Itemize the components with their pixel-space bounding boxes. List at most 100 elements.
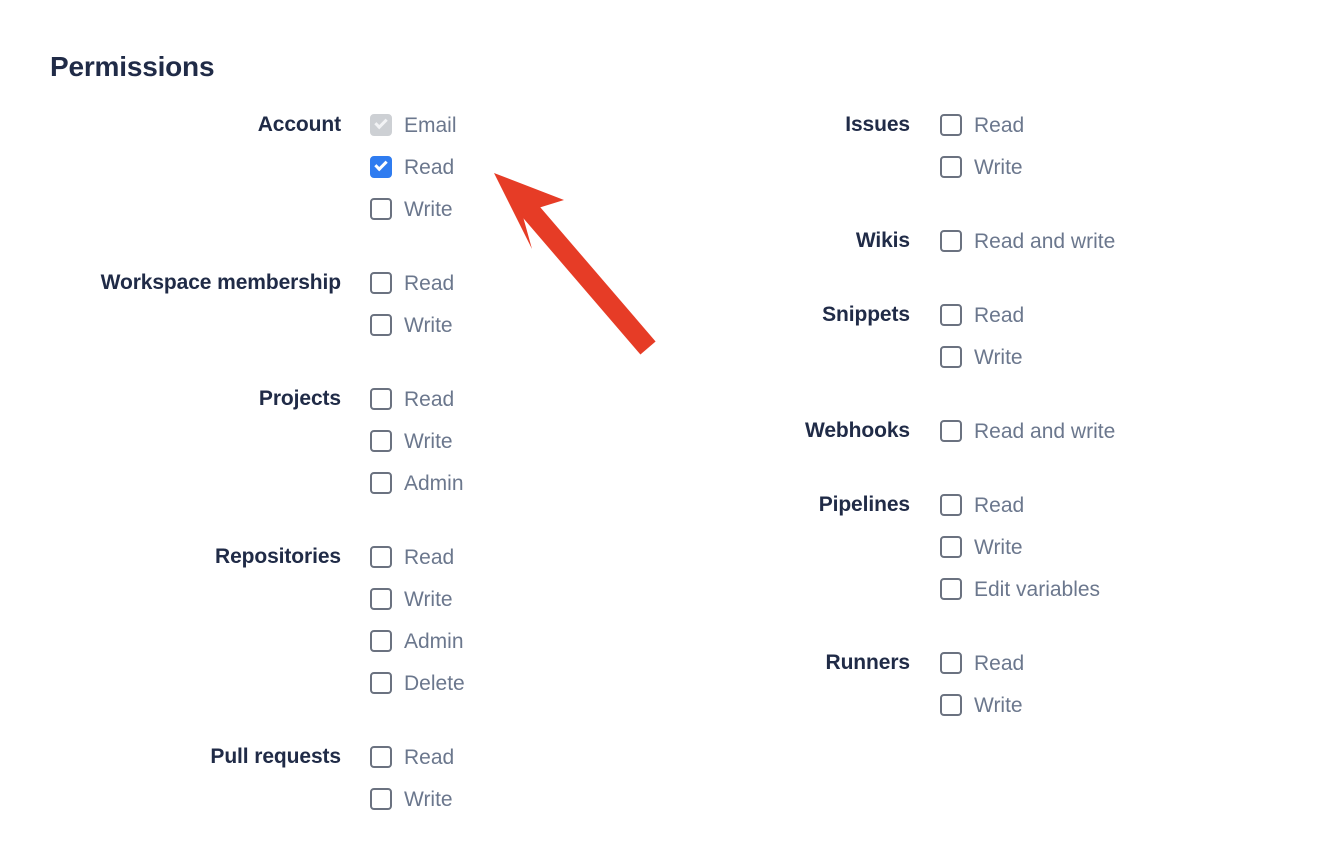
permission-option-row[interactable]: Write [940,684,1024,726]
permission-option-row[interactable]: Read [940,484,1100,526]
checkbox-disabled-checked [370,114,392,136]
checkbox-unchecked[interactable] [940,652,962,674]
permission-option-row[interactable]: Edit variables [940,568,1100,610]
permission-option-label: Write [404,587,453,611]
permission-option-row[interactable]: Email [370,104,457,146]
checkbox-unchecked[interactable] [940,536,962,558]
checkbox-unchecked[interactable] [940,578,962,600]
permission-group-label: Runners [825,651,911,674]
permission-group-label: Workspace membership [100,271,341,294]
checkbox-unchecked[interactable] [370,430,392,452]
permission-group-label: Webhooks [805,419,910,442]
permission-option-row[interactable]: Read [370,146,457,188]
permission-option-label: Write [404,429,453,453]
checkbox-unchecked[interactable] [940,114,962,136]
checkbox-unchecked[interactable] [940,346,962,368]
permission-group-label: Pull requests [210,745,341,768]
permission-option-row[interactable]: Read [370,736,454,778]
permission-option-row[interactable]: Read and write [940,410,1115,452]
permission-group-label: Pipelines [818,493,910,516]
checkbox-unchecked[interactable] [370,198,392,220]
permission-option-row[interactable]: Write [370,578,465,620]
checkbox-checked[interactable] [370,156,392,178]
permission-option-label: Write [404,787,453,811]
checkbox-unchecked[interactable] [940,420,962,442]
checkbox-unchecked[interactable] [940,694,962,716]
checkbox-unchecked[interactable] [370,588,392,610]
checkbox-unchecked[interactable] [370,388,392,410]
permission-option-list: Read and write [940,220,1115,262]
checkbox-unchecked[interactable] [370,746,392,768]
check-icon [374,115,388,130]
checkbox-unchecked[interactable] [370,630,392,652]
checkbox-unchecked[interactable] [370,472,392,494]
permission-group-label: Projects [258,387,341,410]
permission-option-label: Read and write [974,419,1116,443]
permission-option-label: Read [974,113,1025,137]
checkbox-unchecked[interactable] [940,230,962,252]
permission-option-row[interactable]: Admin [370,620,465,662]
permission-option-row[interactable]: Delete [370,662,465,704]
permission-option-label: Read [404,387,455,411]
permission-option-label: Delete [404,671,465,695]
permission-option-row[interactable]: Write [370,778,454,820]
permission-group-label: Snippets [822,303,910,326]
permission-option-row[interactable]: Admin [370,462,464,504]
check-icon [374,157,388,172]
permission-option-label: Read and write [974,229,1116,253]
permission-group-label: Wikis [855,229,910,252]
permission-option-row[interactable]: Read [940,294,1024,336]
permission-group-label: Issues [845,113,910,136]
permission-option-label: Read [404,745,455,769]
permission-group: Webhooks Read and write [570,410,1115,452]
checkbox-unchecked[interactable] [940,156,962,178]
permission-group-label: Repositories [215,545,341,568]
permission-option-label: Write [974,535,1023,559]
permission-option-label: Read [974,493,1025,517]
permission-option-label: Read [404,271,455,295]
permission-option-row[interactable]: Write [370,420,464,462]
permission-option-row[interactable]: Read [370,536,465,578]
checkbox-unchecked[interactable] [940,494,962,516]
permission-option-row[interactable]: Write [370,188,457,230]
permission-option-row[interactable]: Read [370,262,454,304]
permission-option-row[interactable]: Write [940,146,1024,188]
permission-group: Wikis Read and write [570,220,1115,262]
permission-option-label: Write [974,693,1023,717]
permission-option-row[interactable]: Write [370,304,454,346]
permission-option-row[interactable]: Write [940,526,1100,568]
permission-option-label: Read [974,303,1025,327]
checkbox-unchecked[interactable] [370,546,392,568]
permission-option-row[interactable]: Read and write [940,220,1115,262]
checkbox-unchecked[interactable] [370,788,392,810]
permission-option-row[interactable]: Read [370,378,464,420]
checkbox-unchecked[interactable] [940,304,962,326]
permission-option-row[interactable]: Write [940,336,1024,378]
checkbox-unchecked[interactable] [370,672,392,694]
checkbox-unchecked[interactable] [370,314,392,336]
permission-option-row[interactable]: Read [940,104,1024,146]
permission-option-label: Write [974,155,1023,179]
permission-option-label: Write [404,313,453,337]
permission-option-label: Read [404,545,455,569]
permission-option-label: Email [404,113,457,137]
permission-option-row[interactable]: Read [940,642,1024,684]
checkbox-unchecked[interactable] [370,272,392,294]
